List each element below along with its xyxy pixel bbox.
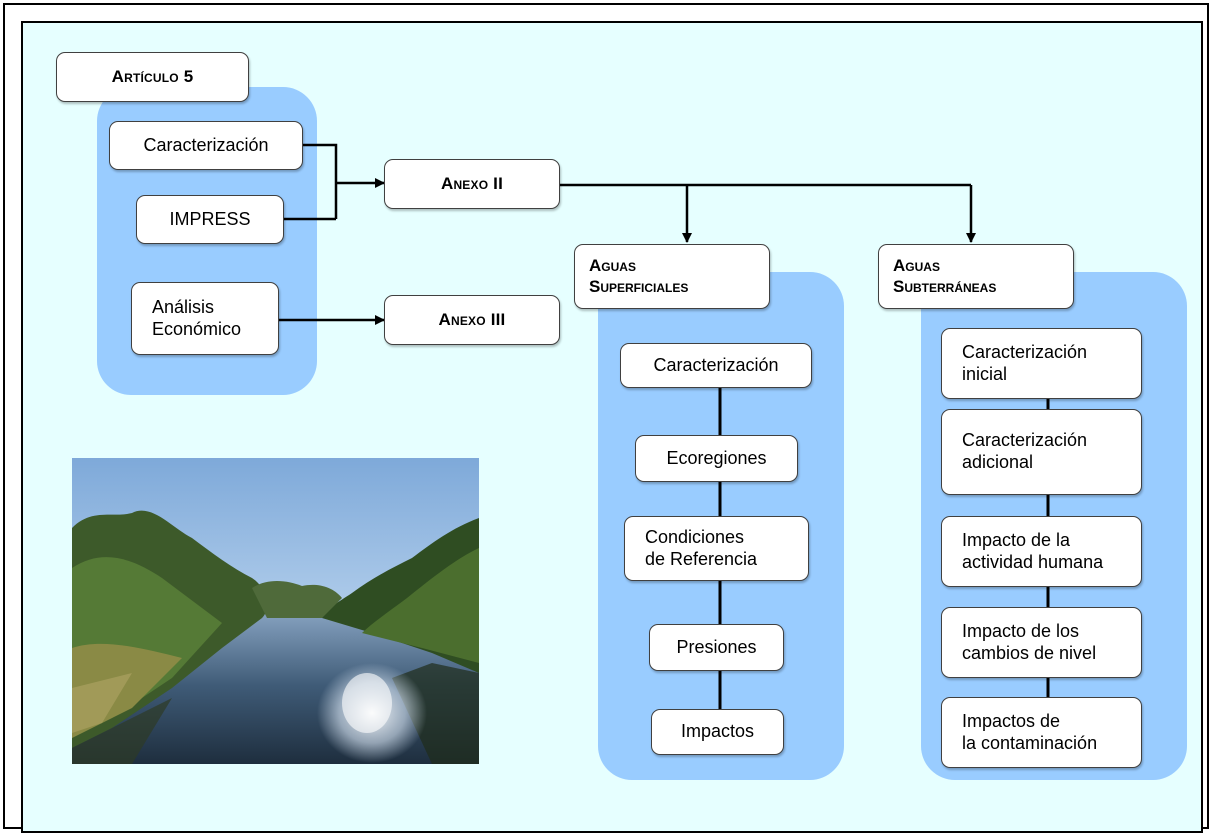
river-photo [72,458,479,764]
subterraneas-item-label: adicional [962,452,1034,472]
subterraneas-item[interactable]: Caracterización adicional [941,409,1142,495]
caracterizacion-box[interactable]: Caracterización [109,121,303,170]
subterraneas-item[interactable]: Caracterización inicial [941,328,1142,399]
subterraneas-item-label: actividad humana [962,551,1104,572]
subterraneas-item-label: Impacto de los [962,620,1080,641]
analisis-economico-box[interactable]: Análisis Económico [131,282,279,355]
analisis-label-line2: Económico [152,318,242,339]
diagram-canvas: Artículo 5 Caracterización IMPRESS Análi… [21,21,1203,833]
subterraneas-title-line2: Subterráneas [893,277,997,297]
superficiales-item[interactable]: Presiones [649,624,784,671]
anexo-iii-box[interactable]: Anexo III [384,295,560,345]
subterraneas-item-label: la contaminación [962,732,1098,753]
subterraneas-item[interactable]: Impactos de la contaminación [941,697,1142,768]
superficiales-item[interactable]: Caracterización [620,343,812,388]
outer-frame: Artículo 5 Caracterización IMPRESS Análi… [3,3,1209,833]
anexo-iii-label: Anexo III [438,309,506,329]
superficiales-title-line2: Superficiales [589,277,689,297]
connector-caracterizacion [303,143,338,219]
anexo-ii-label: Anexo II [440,173,504,193]
subterraneas-item-label: Impactos de [962,710,1061,731]
superficiales-item-label: Ecoregiones [666,447,767,468]
aguas-superficiales-title[interactable]: Aguas Superficiales [574,244,770,309]
articulo-5-label: Artículo 5 [111,66,194,86]
subterraneas-item[interactable]: Impacto de los cambios de nivel [941,607,1142,678]
superficiales-item-label: Caracterización [653,354,779,375]
superficiales-item[interactable]: Ecoregiones [635,435,798,482]
superficiales-item-label: Impactos [680,721,755,742]
superficiales-title-line1: Aguas [589,256,636,275]
subterraneas-item[interactable]: Impacto de la actividad humana [941,516,1142,587]
subterraneas-item-label: Impacto de la [962,529,1071,550]
superficiales-item[interactable]: Impactos [651,709,784,755]
superficiales-item[interactable]: Condiciones de Referencia [624,516,809,581]
subterraneas-item-label: Caracterización [962,341,1088,362]
impress-box[interactable]: IMPRESS [136,195,284,244]
caracterizacion-label: Caracterización [143,134,269,155]
anexo-ii-box[interactable]: Anexo II [384,159,560,209]
subterraneas-item-label: Caracterización [962,430,1088,451]
connector-lines [279,143,1050,709]
river-photo-icon [72,458,479,764]
analisis-label-line1: Análisis [152,296,215,317]
aguas-subterraneas-title[interactable]: Aguas Subterráneas [878,244,1074,309]
subterraneas-item-label: inicial [962,363,1008,384]
superficiales-item-label: Condiciones [645,526,745,547]
superficiales-item-label: de Referencia [645,548,758,569]
articulo-5-box[interactable]: Artículo 5 [56,52,249,102]
superficiales-item-label: Presiones [676,636,757,657]
subterraneas-title-line1: Aguas [893,256,940,275]
subterraneas-item-label: cambios de nivel [962,642,1097,663]
impress-label: IMPRESS [169,208,251,229]
